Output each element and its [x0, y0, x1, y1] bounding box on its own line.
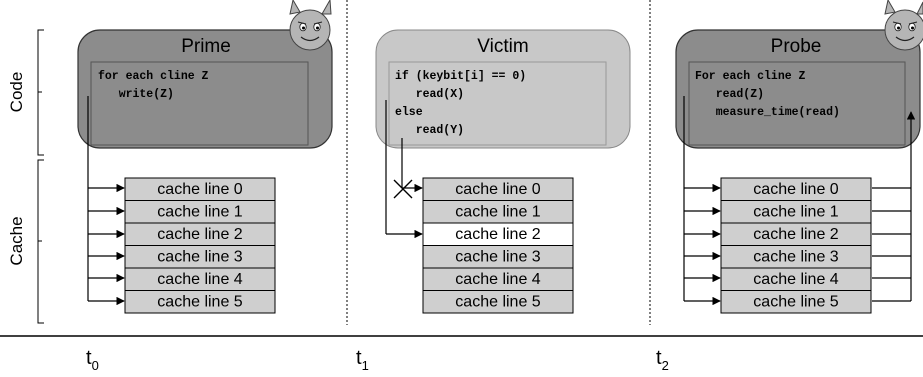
victim-code-line-0: if (keybit[i] == 0) [395, 70, 526, 83]
panel-probe: Probe For each cline Z read(Z) measure_t… [675, 0, 923, 314]
probe-code-inner [688, 61, 906, 146]
probe-cache-cell-5 [720, 290, 872, 314]
probe-code-line-2: measure_time(read) [695, 106, 840, 119]
prime-code-inner [90, 61, 309, 146]
probe-cache-lines: cache line 0 cache line 1 cache line 2 cach… [720, 177, 872, 314]
probe-code-line-1: read(Z) [695, 88, 764, 101]
code-label: Code [7, 72, 26, 113]
victim-cache-label-2: cache line 2 [455, 226, 540, 243]
victim-code-line-3: read(Y) [395, 124, 464, 137]
prime-code-line-0: for each cline Z [98, 70, 209, 83]
cache-label: Cache [7, 216, 26, 265]
victim-arrows [385, 100, 423, 239]
probe-code-box [675, 29, 921, 149]
probe-cache-label-4: cache line 4 [753, 271, 838, 288]
panel-prime: Prime for each cline Z write(Z) cache li… [77, 0, 333, 314]
victim-cache-label-4: cache line 4 [455, 271, 540, 288]
victim-cache-lines: cache line 0 cache line 1 cache line 2 cach… [422, 177, 574, 314]
timeline-label-1: t1 [356, 347, 369, 373]
prime-cache-label-4: cache line 4 [157, 271, 242, 288]
probe-cache-label-2: cache line 2 [753, 226, 838, 243]
probe-code-line-0: For each cline Z [695, 70, 806, 83]
prime-cache-label-3: cache line 3 [157, 249, 242, 266]
prime-code-box [77, 29, 333, 149]
probe-cache-label-3: cache line 3 [753, 249, 838, 266]
prime-devil-icon [289, 0, 332, 51]
prime-cache-label-5: cache line 5 [157, 294, 242, 311]
probe-title: Probe [771, 36, 822, 57]
victim-code-inner [388, 61, 607, 146]
prime-cache-label-0: cache line 0 [157, 181, 242, 198]
prime-code-line-1: write(Z) [98, 88, 174, 101]
timeline-label-0: t0 [86, 347, 99, 373]
victim-code-box [375, 29, 631, 149]
victim-cache-label-5: cache line 5 [455, 294, 540, 311]
prime-title: Prime [181, 36, 231, 57]
victim-code-line-1: read(X) [395, 88, 464, 101]
probe-devil-icon [884, 0, 923, 51]
prime-cache-cell-5 [124, 290, 276, 314]
panel-victim: Victim if (keybit[i] == 0) read(X) else … [375, 29, 631, 314]
victim-code-line-2: else [395, 106, 423, 119]
prime-cache-label-1: cache line 1 [157, 204, 242, 221]
blocked-access-cross-icon [393, 179, 413, 199]
prime-cache-lines: cache line 0 cache line 1 cache line 2 cach… [124, 177, 276, 314]
prime-cache-label-2: cache line 2 [157, 226, 242, 243]
victim-title: Victim [477, 36, 528, 57]
probe-arrows [683, 96, 916, 306]
timeline-label-2: t2 [656, 347, 669, 373]
victim-cache-label-3: cache line 3 [455, 249, 540, 266]
prime-arrows [87, 96, 125, 306]
probe-cache-label-5: cache line 5 [753, 294, 838, 311]
victim-cache-label-0: cache line 0 [455, 181, 540, 198]
probe-cache-label-1: cache line 1 [753, 204, 838, 221]
probe-cache-label-0: cache line 0 [753, 181, 838, 198]
victim-cache-label-1: cache line 1 [455, 204, 540, 221]
victim-cache-cell-5 [422, 290, 574, 314]
